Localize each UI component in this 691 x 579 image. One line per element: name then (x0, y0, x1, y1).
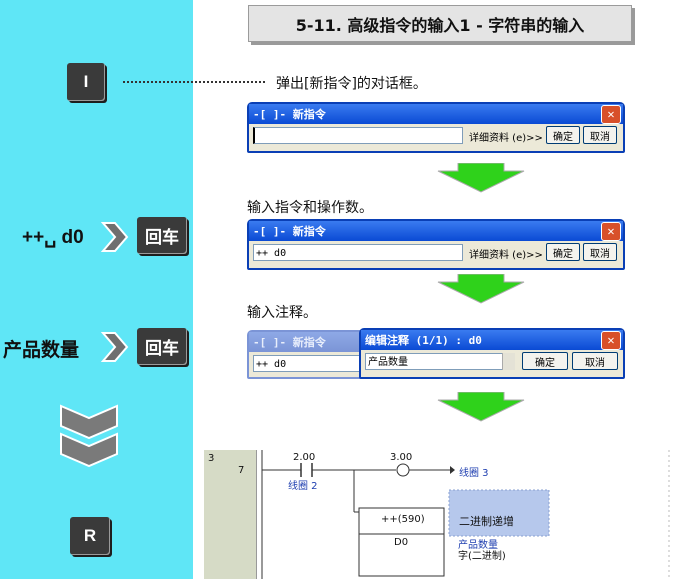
dialog-title-bar: 编辑注释 (1/1) : d0 ✕ (361, 330, 623, 350)
rung-gutter (204, 450, 257, 579)
dialog-title-bar: -[ ]- 新指令 (249, 332, 369, 352)
arrow-down-icon (437, 274, 525, 304)
key-enter-2: 回车 (137, 328, 187, 365)
dotted-leader (123, 81, 265, 83)
chevron-right-icon (101, 222, 129, 252)
detail-link[interactable]: 详细资料 (e)>> (469, 250, 543, 261)
page-title-text: 5-11. 高级指令的输入1 - 字符串的输入 (295, 15, 585, 35)
scroll-spinner[interactable] (502, 353, 515, 370)
arrow-down-icon (437, 163, 525, 193)
key-i-label: I (83, 72, 89, 91)
new-instruction-dialog-back: -[ ]- 新指令 ++ d0 (247, 330, 371, 379)
step-number: 7 (238, 465, 245, 476)
dialog-title: -[ ]- 新指令 (253, 225, 326, 238)
ladder-diagram (204, 450, 691, 579)
enter-1-label: 回车 (145, 228, 179, 247)
step1-caption: 弹出[新指令]的对话框。 (276, 76, 427, 92)
close-icon[interactable]: ✕ (601, 222, 621, 241)
contact-address: 2.00 (293, 452, 316, 463)
contact-comment: 线圈 2 (288, 481, 318, 492)
ok-button[interactable]: 确定 (546, 243, 580, 261)
operand-comment: 产品数量 (458, 540, 498, 551)
ok-button[interactable]: 确定 (522, 352, 568, 370)
operand-type: 字(二进制) (458, 551, 506, 562)
edit-comment-dialog: 编辑注释 (1/1) : d0 ✕ 产品数量 确定 取消 (359, 328, 625, 379)
new-instruction-dialog-2: -[ ]- 新指令 ✕ ++ d0 详细资料 (e)>> 确定 取消 (247, 219, 625, 270)
dialog-title-bar: -[ ]- 新指令 ✕ (249, 221, 623, 241)
ladder-lines (261, 450, 670, 579)
tooltip-instruction-desc: 二进制递增 (459, 515, 514, 528)
rung-number: 3 (208, 453, 215, 464)
key-r: R (70, 517, 110, 555)
close-icon[interactable]: ✕ (601, 105, 621, 124)
step2-caption: 输入指令和操作数。 (247, 200, 373, 216)
arrow-down-icon (437, 392, 525, 422)
ok-button[interactable]: 确定 (546, 126, 580, 144)
key-r-label: R (83, 526, 97, 545)
instruction-input[interactable] (253, 127, 463, 144)
step3-caption: 输入注释。 (247, 305, 317, 321)
cancel-button[interactable]: 取消 (572, 352, 618, 370)
page-title: 5-11. 高级指令的输入1 - 字符串的输入 (248, 5, 632, 42)
cancel-button[interactable]: 取消 (583, 126, 617, 144)
dialog-title: -[ ]- 新指令 (253, 108, 326, 121)
dialog-title: 编辑注释 (1/1) : d0 (365, 334, 482, 347)
instruction-input[interactable]: ++ d0 (253, 355, 361, 372)
instruction-operand: D0 (394, 537, 409, 548)
input-command-text: ++␣ d0 (22, 227, 84, 248)
cancel-button[interactable]: 取消 (583, 243, 617, 261)
instruction-input[interactable]: ++ d0 (253, 244, 463, 261)
key-i: I (67, 63, 105, 101)
dialog-title-bar: -[ ]- 新指令 ✕ (249, 104, 623, 124)
comment-input[interactable]: 产品数量 (365, 353, 515, 370)
coil-comment: 线圈 3 (459, 468, 489, 479)
chevron-right-icon (101, 332, 129, 362)
key-enter-1: 回车 (137, 217, 187, 254)
chevron-down-double-icon (60, 404, 118, 468)
enter-2-label: 回车 (145, 339, 179, 358)
close-icon[interactable]: ✕ (601, 331, 621, 350)
instruction-name: ++(590) (381, 514, 425, 525)
input-comment-text: 产品数量 (3, 340, 80, 361)
dialog-title: -[ ]- 新指令 (253, 336, 326, 349)
detail-link[interactable]: 详细资料 (e)>> (469, 133, 543, 144)
coil-address: 3.00 (390, 452, 413, 463)
new-instruction-dialog-1: -[ ]- 新指令 ✕ 详细资料 (e)>> 确定 取消 (247, 102, 625, 153)
